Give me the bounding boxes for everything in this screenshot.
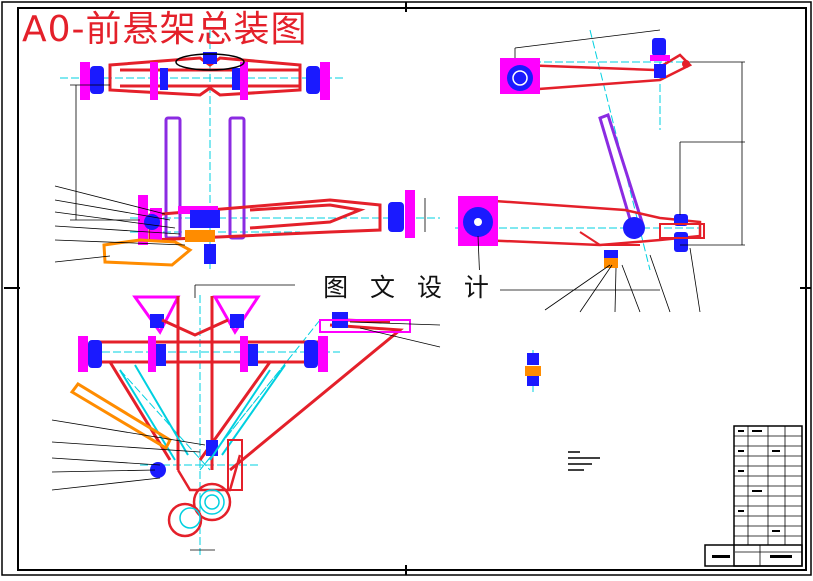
technical-notes xyxy=(568,451,600,471)
front-view xyxy=(54,30,440,270)
frame-center-marks xyxy=(4,2,811,575)
side-view xyxy=(455,29,745,313)
title-block xyxy=(704,425,803,567)
top-view xyxy=(51,284,441,555)
watermark-text: 图 文 设 计 xyxy=(322,270,497,306)
drawing-title: A0-前悬架总装图 xyxy=(22,9,308,50)
detail-view xyxy=(525,350,541,392)
